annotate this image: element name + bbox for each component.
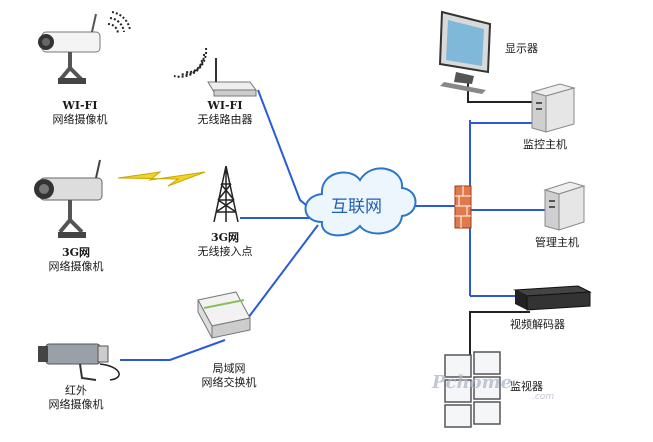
watermark-suffix: .com — [532, 392, 555, 402]
camera-3g-label: 3G网 网络摄像机 — [26, 246, 126, 274]
video-decoder-label: 视频解码器 — [510, 318, 565, 331]
internet-label: 互联网 — [331, 197, 382, 217]
ir-camera-title: 红外 — [65, 384, 87, 397]
decoder-cable — [469, 311, 530, 355]
access-point-3g-label: 3G网 无线接入点 — [180, 231, 270, 259]
ir-camera-sub: 网络摄像机 — [48, 398, 104, 411]
display-monitor-icon — [438, 10, 492, 94]
lan-switch-label: 局域网 网络交换机 — [184, 362, 274, 390]
management-host-icon — [543, 181, 586, 231]
wifi-router-sub: 无线路由器 — [197, 113, 253, 126]
link-switch-internet — [247, 224, 319, 319]
wifi-camera-label: WI-FI 网络摄像机 — [30, 99, 130, 127]
camera-3g-title: 3G网 — [61, 246, 91, 259]
display-monitor-label: 显示器 — [505, 42, 538, 55]
monitor-host-label: 监控主机 — [523, 138, 567, 151]
lan-switch-sub: 网络交换机 — [201, 376, 257, 389]
video-decoder-icon — [513, 285, 592, 311]
monitor-host-icon — [530, 83, 576, 133]
ir-camera-icon — [38, 343, 120, 381]
video-wall-label: 监视器 — [510, 380, 543, 393]
wifi-camera-title: WI-FI — [62, 99, 98, 112]
access-point-3g-title: 3G网 — [210, 231, 240, 244]
camera-3g-icon — [34, 159, 103, 238]
wifi-router-title: WI-FI — [207, 99, 243, 112]
wifi-camera-sub: 网络摄像机 — [52, 113, 108, 126]
firewall-icon — [454, 185, 472, 229]
link-ircam-switch — [120, 339, 226, 361]
lan-switch-icon — [197, 291, 251, 339]
access-point-3g-sub: 无线接入点 — [197, 245, 253, 258]
tower-3g-icon — [213, 165, 239, 223]
wifi-router-label: WI-FI 无线路由器 — [180, 99, 270, 127]
ir-camera-label: 红外 网络摄像机 — [26, 384, 126, 412]
camera-3g-sub: 网络摄像机 — [48, 260, 104, 273]
internet-cloud-icon — [304, 167, 417, 237]
wireless-bolt-icon — [117, 171, 206, 187]
management-host-label: 管理主机 — [535, 236, 579, 249]
video-wall-icon — [444, 351, 501, 428]
wifi-camera-icon — [38, 11, 131, 84]
wifi-router-icon — [173, 47, 257, 97]
lan-switch-title: 局域网 — [212, 362, 246, 375]
watermark-logo: Pchome — [432, 372, 513, 393]
